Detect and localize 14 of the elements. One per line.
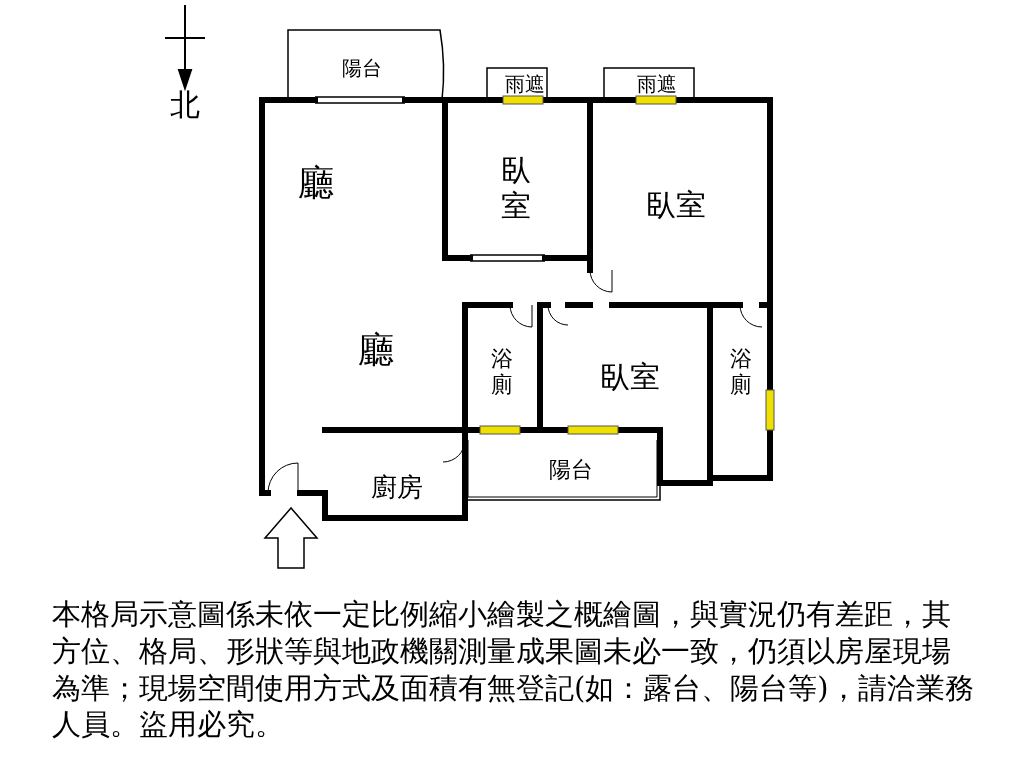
room-label: 廚房	[371, 472, 423, 504]
compass-label: 北	[170, 87, 200, 123]
balcony-label: 陽台	[342, 56, 382, 80]
canopy-label: 雨遮	[505, 72, 545, 96]
room-label: 臥室	[600, 359, 660, 395]
room-label: 浴廁	[490, 345, 514, 399]
disclaimer-text: 本格局示意圖係未依一定比例縮小繪製之概繪圖，與實況仍有差距，其方位、格局、形狀等與地政機關測量成果圖未必一致，仍須以房屋現場為準；現場空間使用方式及面積有無登記(如：露台、陽台等)，請洽業務人員。盜用必究。	[52, 596, 975, 744]
room-label: 浴廁	[729, 345, 753, 399]
room-label: 廳	[358, 328, 394, 372]
room-label: 臥室	[646, 187, 706, 223]
room-label: 臥室	[500, 152, 532, 224]
balcony-label: 陽台	[549, 456, 593, 484]
room-label: 廳	[298, 161, 334, 205]
canopy-label: 雨遮	[637, 72, 677, 96]
